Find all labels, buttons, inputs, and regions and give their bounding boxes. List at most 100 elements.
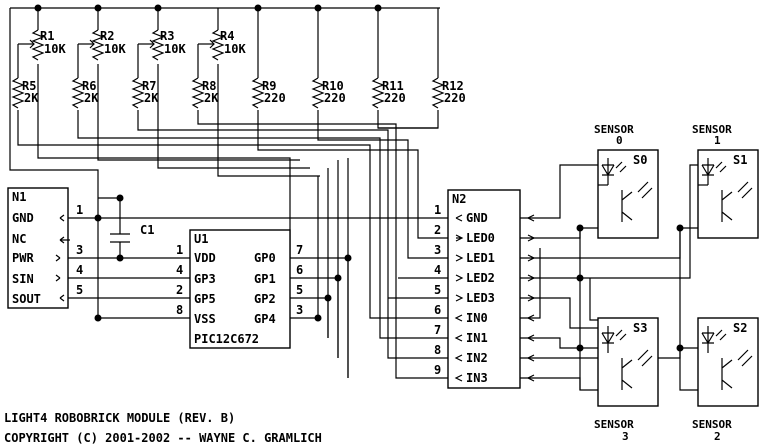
connector-n2-ref: N2 xyxy=(452,192,466,206)
potentiometer-ref: R1 xyxy=(40,29,54,43)
n1-pin-label: PWR xyxy=(12,251,34,265)
sensor-ref: S3 xyxy=(633,321,647,335)
u1-right-pin-label: GP0 xyxy=(254,251,276,265)
u1-left-pin-number: 8 xyxy=(176,303,183,317)
u1-right-pin-label: GP2 xyxy=(254,292,276,306)
resistor-ref: R12 xyxy=(442,79,464,93)
u1-right-pin-number: 6 xyxy=(296,263,303,277)
u1-right-pin-number: 3 xyxy=(296,303,303,317)
potentiometer-r2: R2 10K xyxy=(78,29,126,61)
n1-pin-label: SOUT xyxy=(12,292,41,306)
u1-right-pin-number: 5 xyxy=(296,283,303,297)
ic-u1-ref: U1 xyxy=(194,232,208,246)
n2-pin-label: LED0 xyxy=(466,231,495,245)
sensor-s0: SENSOR 0 S0 xyxy=(594,123,659,239)
u1-left-pin-label: GP5 xyxy=(194,292,216,306)
sensor-number: 3 xyxy=(622,430,629,443)
resistor-ref: R6 xyxy=(82,79,96,93)
resistor-ref: R8 xyxy=(202,79,216,93)
u1-left-pin-label: VDD xyxy=(194,251,216,265)
resistor-r12: R12 220 xyxy=(431,77,466,109)
resistor-ref: R11 xyxy=(382,79,404,93)
resistor-value: 220 xyxy=(264,91,286,105)
n2-pin-label: IN3 xyxy=(466,371,488,385)
potentiometer-r3: R3 10K xyxy=(138,29,186,61)
sensor-number: 0 xyxy=(616,134,623,147)
n2-pin-number: 7 xyxy=(434,323,441,337)
u1-left-pin-number: 4 xyxy=(176,263,183,277)
connector-n1: N1 GND NC PWR SIN SOUT 1 3 4 5 xyxy=(7,187,83,309)
resistor-value: 2K xyxy=(144,91,159,105)
connector-n1-ref: N1 xyxy=(12,190,26,204)
sensor-s1: SENSOR 1 S1 xyxy=(692,123,759,239)
resistor-r11: R11 220 xyxy=(371,77,406,109)
ic-u1-part: PIC12C672 xyxy=(194,332,259,346)
wiring xyxy=(9,7,698,391)
n2-pin-label: IN0 xyxy=(466,311,488,325)
schematic-copyright: COPYRIGHT (C) 2001-2002 -- WAYNE C. GRAM… xyxy=(4,431,322,445)
potentiometer-value: 10K xyxy=(164,42,186,56)
potentiometer-value: 10K xyxy=(104,42,126,56)
n1-pin-number: 5 xyxy=(76,283,83,297)
resistor-r7: R7 2K xyxy=(131,77,159,109)
n2-pin-number: 3 xyxy=(434,243,441,257)
schematic-title: LIGHT4 ROBOBRICK MODULE (REV. B) xyxy=(4,411,235,425)
potentiometer-r4: R4 10K xyxy=(198,29,246,61)
sensor-s2: SENSOR 2 S2 xyxy=(692,317,759,443)
u1-right-pin-label: GP4 xyxy=(254,312,276,326)
potentiometer-ref: R4 xyxy=(220,29,234,43)
n1-pin-label: NC xyxy=(12,232,26,246)
n2-pin-number: 5 xyxy=(434,283,441,297)
sensor-ref: S0 xyxy=(633,153,647,167)
sensor-title: SENSOR xyxy=(594,123,634,136)
n2-pin-label: LED2 xyxy=(466,271,495,285)
connector-n2: N2 GND LED0 LED1 LED2 LED3 IN0 IN1 IN2 I… xyxy=(434,189,536,389)
resistor-value: 2K xyxy=(24,91,39,105)
capacitor-c1: C1 xyxy=(110,223,154,248)
n2-pin-number: 9 xyxy=(434,363,441,377)
sensor-s3: SENSOR 3 S3 xyxy=(594,317,659,443)
n2-pin-label: GND xyxy=(466,211,488,225)
u1-right-pin-number: 7 xyxy=(296,243,303,257)
ic-u1: U1 VDD GP3 GP5 VSS GP0 GP1 GP2 GP4 PIC12… xyxy=(176,229,303,349)
resistor-ref: R5 xyxy=(22,79,36,93)
resistor-value: 220 xyxy=(324,91,346,105)
u1-right-pin-label: GP1 xyxy=(254,272,276,286)
n1-pin-number: 3 xyxy=(76,243,83,257)
potentiometer-ref: R2 xyxy=(100,29,114,43)
u1-left-pin-number: 2 xyxy=(176,283,183,297)
n2-pin-number: 8 xyxy=(434,343,441,357)
resistor-ref: R10 xyxy=(322,79,344,93)
n2-pin-number: 2 xyxy=(434,223,441,237)
n1-pin-label: GND xyxy=(12,211,34,225)
potentiometer-value: 10K xyxy=(44,42,66,56)
resistor-ref: R7 xyxy=(142,79,156,93)
sensor-ref: S2 xyxy=(733,321,747,335)
resistor-r8: R8 2K xyxy=(191,77,219,109)
resistor-value: 2K xyxy=(84,91,99,105)
sensor-number: 1 xyxy=(714,134,721,147)
n2-pin-number: 4 xyxy=(434,263,441,277)
u1-left-pin-label: GP3 xyxy=(194,272,216,286)
sensor-title: SENSOR xyxy=(692,123,732,136)
resistor-r9: R9 220 xyxy=(251,77,286,109)
n1-pin-label: SIN xyxy=(12,272,34,286)
sensor-title: SENSOR xyxy=(594,418,634,431)
potentiometers: R1 10K R2 10K R3 10K R4 10K xyxy=(18,29,246,61)
resistor-r5: R5 2K xyxy=(11,77,39,109)
n1-pin-number: 1 xyxy=(76,203,83,217)
resistor-r6: R6 2K xyxy=(71,77,99,109)
junction-dots xyxy=(34,4,684,352)
resistors: R5 2K R6 2K R7 2K R8 2K R9 220 R10 220 xyxy=(11,77,466,109)
resistor-r10: R10 220 xyxy=(311,77,346,109)
resistor-ref: R9 xyxy=(262,79,276,93)
n2-pin-label: LED3 xyxy=(466,291,495,305)
sensor-ref: S1 xyxy=(733,153,747,167)
n1-pin-number: 4 xyxy=(76,263,83,277)
n2-pin-label: IN2 xyxy=(466,351,488,365)
resistor-value: 2K xyxy=(204,91,219,105)
sensor-title: SENSOR xyxy=(692,418,732,431)
potentiometer-ref: R3 xyxy=(160,29,174,43)
n2-pin-label: IN1 xyxy=(466,331,488,345)
